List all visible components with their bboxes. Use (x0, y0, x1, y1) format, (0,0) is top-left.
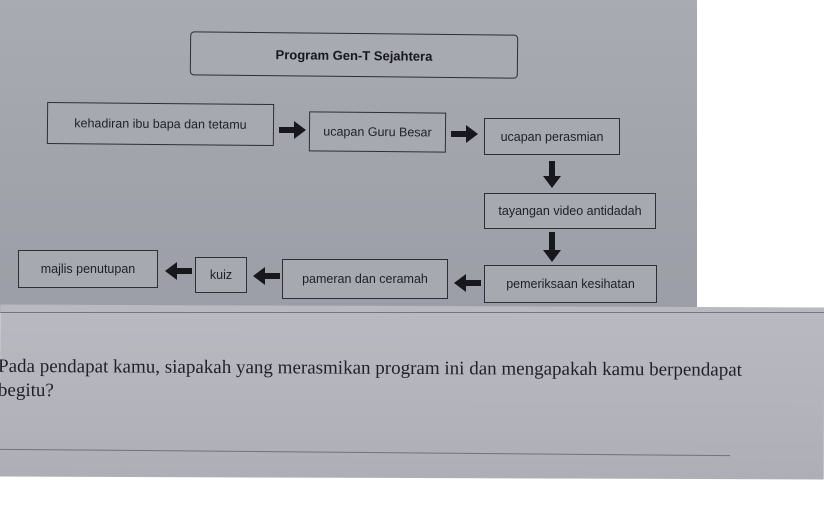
question-text: Pada pendapat kamu, siapakah yang merasm… (0, 355, 824, 407)
step-pemeriksaan-kesihatan: pemeriksaan kesihatan (484, 265, 657, 303)
step-tayangan-video: tayangan video antidadah (484, 193, 656, 229)
step-pameran-ceramah: pameran dan ceramah (282, 259, 448, 299)
diagram-title: Program Gen-T Sejahtera (189, 31, 519, 79)
step-ucapan-perasmian: ucapan perasmian (484, 118, 620, 155)
question-line-2: begitu? (0, 379, 54, 402)
step-majlis-penutupan: majlis penutupan (18, 250, 158, 288)
separator-line (0, 312, 824, 313)
step-ucapan-guru-besar: ucapan Guru Besar (308, 111, 447, 153)
question-line-1: Pada pendapat kamu, siapakah yang merasm… (0, 355, 743, 381)
step-kuiz: kuiz (195, 257, 247, 293)
step-kehadiran: kehadiran ibu bapa dan tetamu (46, 102, 275, 146)
